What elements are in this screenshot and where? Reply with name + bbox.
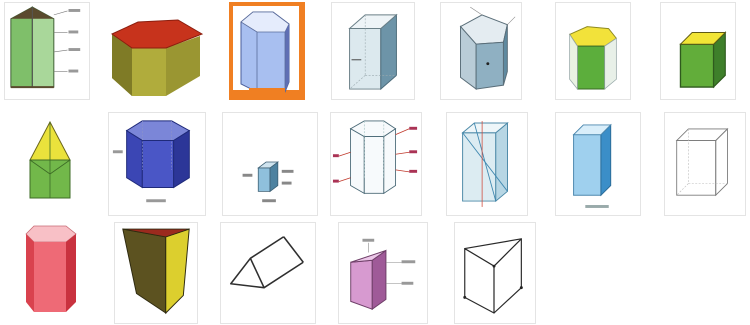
hexagonal-prism-annotated-image (331, 113, 421, 215)
hexagonal-prism-dark-blue-image (109, 113, 205, 215)
rectangular-prism-green-image (661, 3, 735, 99)
pentagonal-prism-wireframe-image (441, 3, 521, 99)
rectangular-prism-diagonals-image (447, 113, 527, 215)
thumbnail-triangular-prism-olive[interactable] (114, 222, 198, 324)
hexagonal-prism-pink-image (20, 222, 84, 324)
rectangular-prism-light-blue-image (556, 113, 640, 215)
triangular-prism-outline-image (221, 223, 315, 323)
thumbnail-pentagonal-prism-green-roof[interactable] (18, 112, 82, 216)
thumbnail-triangular-prism-outline-labeled[interactable] (454, 222, 536, 324)
thumbnail-triangular-prism-labeled[interactable] (4, 2, 90, 100)
thumbnail-rectangular-prism-diagonals[interactable] (446, 112, 528, 216)
small-cube-labeled-image (223, 113, 317, 215)
thumbnail-hexagonal-prism-annotated[interactable] (330, 112, 422, 216)
hexagonal-prism-blue-image (229, 2, 305, 100)
thumbnail-pentagonal-prism-yellow-top[interactable] (555, 2, 631, 100)
thumbnail-pentagonal-prism-wireframe[interactable] (440, 2, 522, 100)
pentagonal-prism-yellow-top-image (556, 3, 630, 99)
thumbnail-rectangular-prism-green[interactable] (660, 2, 736, 100)
triangular-prism-outline-labeled-image (455, 223, 535, 323)
pentagonal-prism-green-roof-image (18, 112, 82, 216)
triangular-prism-labeled-image (5, 3, 89, 99)
thumbnail-rectangular-prism-transparent[interactable] (331, 2, 415, 100)
thumbnail-hexagonal-prism-blue[interactable] (229, 2, 305, 100)
thumbnail-hexagonal-prism-pink[interactable] (20, 222, 84, 324)
thumbnail-triangular-prism-outline[interactable] (220, 222, 316, 324)
thumbnail-triangular-prism-pink-labeled[interactable] (338, 222, 428, 324)
rectangular-prism-transparent-image (332, 3, 414, 99)
thumbnail-rectangular-prism-light-blue[interactable] (555, 112, 641, 216)
thumbnail-hexagonal-prism-dark-blue[interactable] (108, 112, 206, 216)
rectangular-prism-outline-image (665, 113, 745, 215)
triangular-prism-olive-image (115, 223, 197, 323)
triangular-prism-pink-labeled-image (339, 223, 427, 323)
thumbnail-small-cube-labeled[interactable] (222, 112, 318, 216)
pentagonal-prism-red-top-image (108, 10, 208, 100)
thumbnail-pentagonal-prism-red-top[interactable] (108, 10, 208, 100)
thumbnail-rectangular-prism-outline[interactable] (664, 112, 746, 216)
